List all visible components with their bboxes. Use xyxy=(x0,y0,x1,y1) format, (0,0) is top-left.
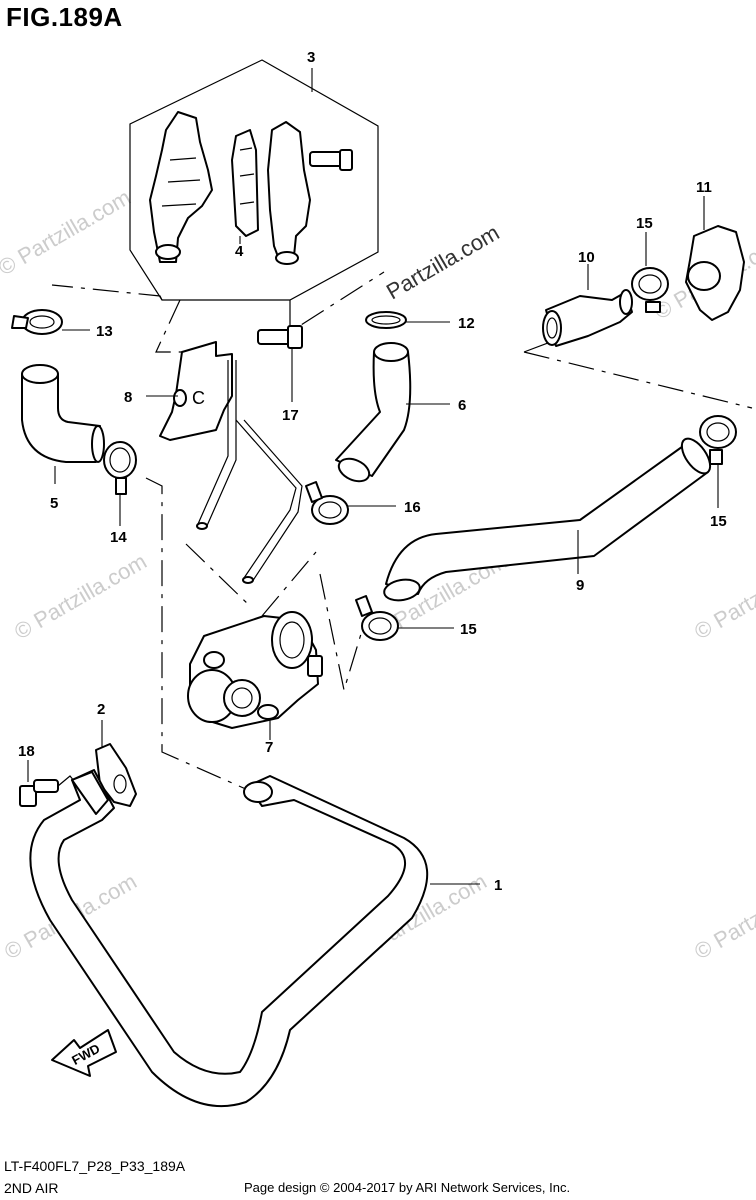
flange-bolt xyxy=(257,325,303,349)
reed-valve-plate xyxy=(231,129,259,237)
bracket: C xyxy=(159,341,233,441)
callout-15: 15 xyxy=(460,621,477,638)
air-pipes xyxy=(196,360,303,584)
figure-name: 2ND AIR xyxy=(4,1180,59,1196)
callout-16: 16 xyxy=(404,499,421,516)
dashed-guide-line xyxy=(155,299,186,353)
callout-15: 15 xyxy=(710,513,727,530)
watermarks: © Partzilla.com © Partzilla.com © Partzi… xyxy=(0,185,756,965)
callout-4: 4 xyxy=(235,243,244,260)
watermark-text: © Partzilla.com xyxy=(0,185,135,281)
hose-clamp xyxy=(631,267,669,313)
hose-clamp xyxy=(305,481,349,525)
callout-2: 2 xyxy=(97,701,105,718)
callout-12: 12 xyxy=(458,315,475,332)
callout-7: 7 xyxy=(265,739,273,756)
callout-9: 9 xyxy=(576,577,584,594)
callout-15: 15 xyxy=(636,215,653,232)
reed-valve-housing xyxy=(149,111,213,263)
svg-text:C: C xyxy=(192,388,205,408)
hose-clamp xyxy=(355,595,399,641)
callout-8: 8 xyxy=(124,389,132,406)
bolt xyxy=(309,149,353,171)
callout-13: 13 xyxy=(96,323,113,340)
reed-valve-assembly-group xyxy=(129,59,379,301)
hose-clamp xyxy=(103,441,137,495)
long-air-hose xyxy=(383,437,712,602)
watermark-text: Partzilla.com xyxy=(382,220,504,305)
callout-labels: 1 2 3 4 5 6 7 8 9 10 11 12 13 14 15 15 1… xyxy=(18,49,727,894)
callout-11: 11 xyxy=(696,179,712,196)
figure-title: FIG.189A xyxy=(6,2,123,32)
elbow-hose xyxy=(21,364,105,463)
callout-5: 5 xyxy=(50,495,58,512)
dashed-guide-line xyxy=(261,551,317,617)
dashed-guide-line xyxy=(185,543,253,609)
callout-14: 14 xyxy=(110,529,127,546)
watermark-text: © Partzilla.com xyxy=(690,549,756,645)
o-ring xyxy=(365,311,407,329)
callout-1: 1 xyxy=(494,877,502,894)
air-hose xyxy=(335,342,412,483)
dashed-guide-line xyxy=(289,271,385,334)
dashed-guide-line xyxy=(145,477,249,791)
callout-18: 18 xyxy=(18,743,35,760)
callout-10: 10 xyxy=(578,249,595,266)
dashed-guide-line xyxy=(51,284,163,301)
forward-direction-arrow: FWD xyxy=(51,1029,117,1077)
figure-code: LT-F400FL7_P28_P33_189A xyxy=(4,1158,186,1174)
page-credit: Page design © 2004-2017 by ARI Network S… xyxy=(244,1180,571,1195)
dashed-guide-line xyxy=(523,351,753,409)
exhaust-air-pipe xyxy=(29,769,429,1108)
flange-bolt xyxy=(19,779,59,807)
cap xyxy=(685,225,745,321)
watermark-text: © Partzilla.com xyxy=(690,869,756,965)
air-control-valve xyxy=(187,611,323,729)
hose-clamp xyxy=(11,309,63,335)
watermark-text: © Partzilla.com xyxy=(10,549,151,645)
dashed-guide-line xyxy=(523,339,557,353)
callout-17: 17 xyxy=(282,407,299,424)
group-outline xyxy=(129,59,379,301)
hose-joint-pipe xyxy=(542,289,633,347)
hose-clamp xyxy=(699,415,737,465)
dashed-guide-line xyxy=(319,573,365,691)
callout-6: 6 xyxy=(458,397,466,414)
reed-valve-cover xyxy=(267,121,311,265)
callout-3: 3 xyxy=(307,49,315,66)
